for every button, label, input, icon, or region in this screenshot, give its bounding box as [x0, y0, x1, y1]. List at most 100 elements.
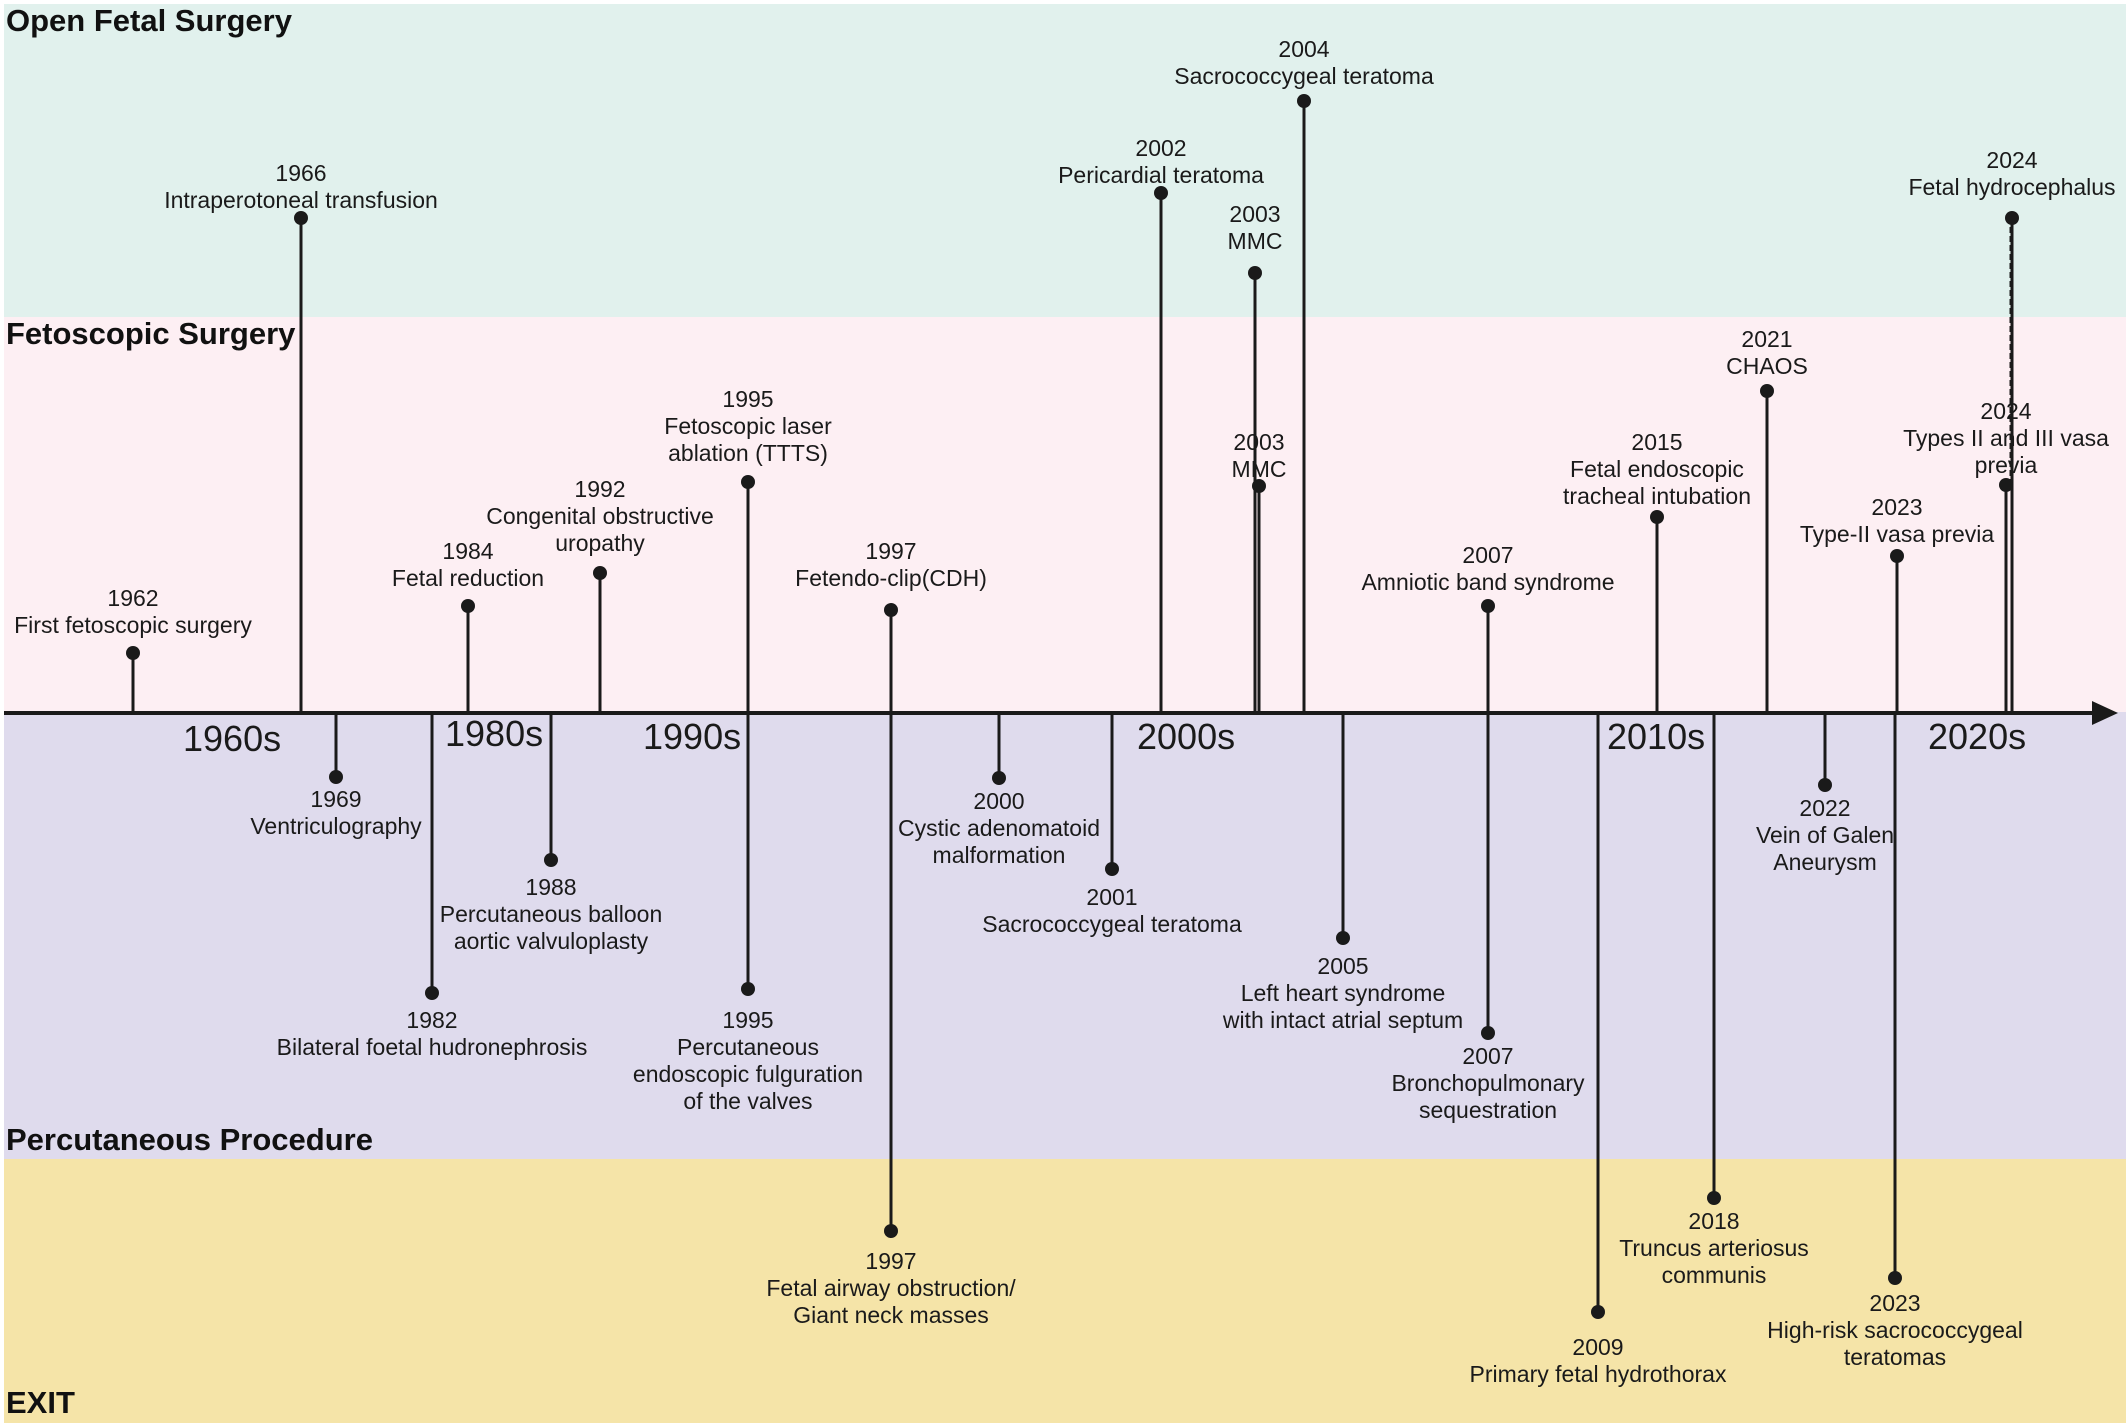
event-stem [889, 610, 893, 713]
event-year: 1995 [722, 386, 774, 412]
event-description: Type-II vasa previa [1799, 521, 1995, 547]
event-description: Primary fetal hydrothorax [1469, 1361, 1727, 1387]
event-year: 2021 [1741, 326, 1793, 352]
event-description: Amniotic band syndrome [1361, 569, 1615, 595]
event-dot [425, 986, 439, 1000]
dashed-connector [2009, 218, 2013, 485]
event-year: 2009 [1572, 1334, 1624, 1360]
event-stem [889, 713, 893, 1231]
event-dot [1760, 384, 1774, 398]
event-description: previa [1974, 452, 2038, 478]
decade-label: 1990s [643, 716, 742, 757]
event-year: 2023 [1869, 1290, 1921, 1316]
event-stem [1159, 193, 1163, 713]
event-stem [1257, 486, 1261, 713]
event-description: Fetendo-clip(CDH) [795, 565, 987, 591]
event-dot [1707, 1191, 1721, 1205]
event-stem [1596, 713, 1600, 1312]
event-dot [992, 771, 1006, 785]
event-description: Ventriculography [250, 813, 422, 839]
event-stem [131, 653, 135, 713]
band-fetoscopic [4, 317, 2126, 712]
event-stem [1893, 713, 1897, 1278]
event-description: CHAOS [1726, 353, 1808, 379]
event-year: 2003 [1233, 429, 1285, 455]
event-stem [334, 713, 338, 777]
event-description: sequestration [1418, 1097, 1558, 1123]
event-description: Giant neck masses [793, 1302, 989, 1328]
event-description: Pericardial teratoma [1058, 162, 1264, 188]
event-year: 2002 [1135, 135, 1187, 161]
event-year: 2018 [1688, 1208, 1740, 1234]
event-description: MMC [1227, 228, 1283, 254]
event-description: Fetal hydrocephalus [1908, 174, 2116, 200]
decade-label: 2020s [1928, 716, 2027, 757]
event-stem [549, 713, 553, 860]
event-description: endoscopic fulguration [632, 1061, 864, 1087]
event-year: 1982 [406, 1007, 458, 1033]
event-stem [1655, 517, 1659, 713]
band-title-open: Open Fetal Surgery [6, 3, 292, 38]
band-open [4, 4, 2126, 317]
event-dot [126, 646, 140, 660]
event-year: 2005 [1317, 953, 1369, 979]
dashed-connector [1253, 273, 1257, 486]
event-dot [294, 211, 308, 225]
event-stem [1765, 391, 1769, 713]
event-stem [1823, 713, 1827, 785]
event-dot [1890, 549, 1904, 563]
event-dot [544, 853, 558, 867]
event-stem [1895, 556, 1899, 713]
event-dot [741, 475, 755, 489]
event-description: Fetal airway obstruction/ [766, 1275, 1016, 1301]
band-title-exit: EXIT [6, 1385, 75, 1420]
event-description: tracheal intubation [1563, 483, 1751, 509]
event-description: Percutaneous balloon [439, 901, 663, 927]
event-year: 1992 [574, 476, 626, 502]
event-description: Types II and III vasa [1903, 425, 2109, 451]
event-description: Intraperotoneal transfusion [164, 187, 438, 213]
event-dot [1818, 778, 1832, 792]
event-year: 2024 [1986, 147, 2038, 173]
event-stem [1486, 713, 1490, 1033]
event-description: High-risk sacrococcygeal [1767, 1317, 2023, 1343]
event-dot [461, 599, 475, 613]
band-title-fetoscopic: Fetoscopic Surgery [6, 316, 296, 351]
event-year: 1966 [275, 160, 327, 186]
event-year: 1969 [310, 786, 362, 812]
event-description: Bilateral foetal hudronephrosis [276, 1034, 588, 1060]
event-description: uropathy [555, 530, 645, 556]
event-dot [1336, 931, 1350, 945]
event-dot [1248, 266, 1262, 280]
event-year: 2007 [1462, 542, 1514, 568]
event-dot [1591, 1305, 1605, 1319]
event-dot [1999, 478, 2013, 492]
event-stem [1486, 606, 1490, 713]
event-year: 2003 [1229, 201, 1281, 227]
event-dot [593, 566, 607, 580]
event-stem [598, 573, 602, 713]
event-description: Sacrococcygeal teratoma [982, 911, 1242, 937]
decade-label: 1980s [445, 713, 544, 754]
band-title-percutaneous: Percutaneous Procedure [6, 1122, 373, 1157]
event-description: communis [1661, 1262, 1767, 1288]
event-stem [1302, 101, 1306, 713]
event-year: 1995 [722, 1007, 774, 1033]
event-dot [1650, 510, 1664, 524]
event-dot [2005, 211, 2019, 225]
event-stem [1110, 713, 1114, 869]
event-description: Cystic adenomatoid [898, 815, 1100, 841]
